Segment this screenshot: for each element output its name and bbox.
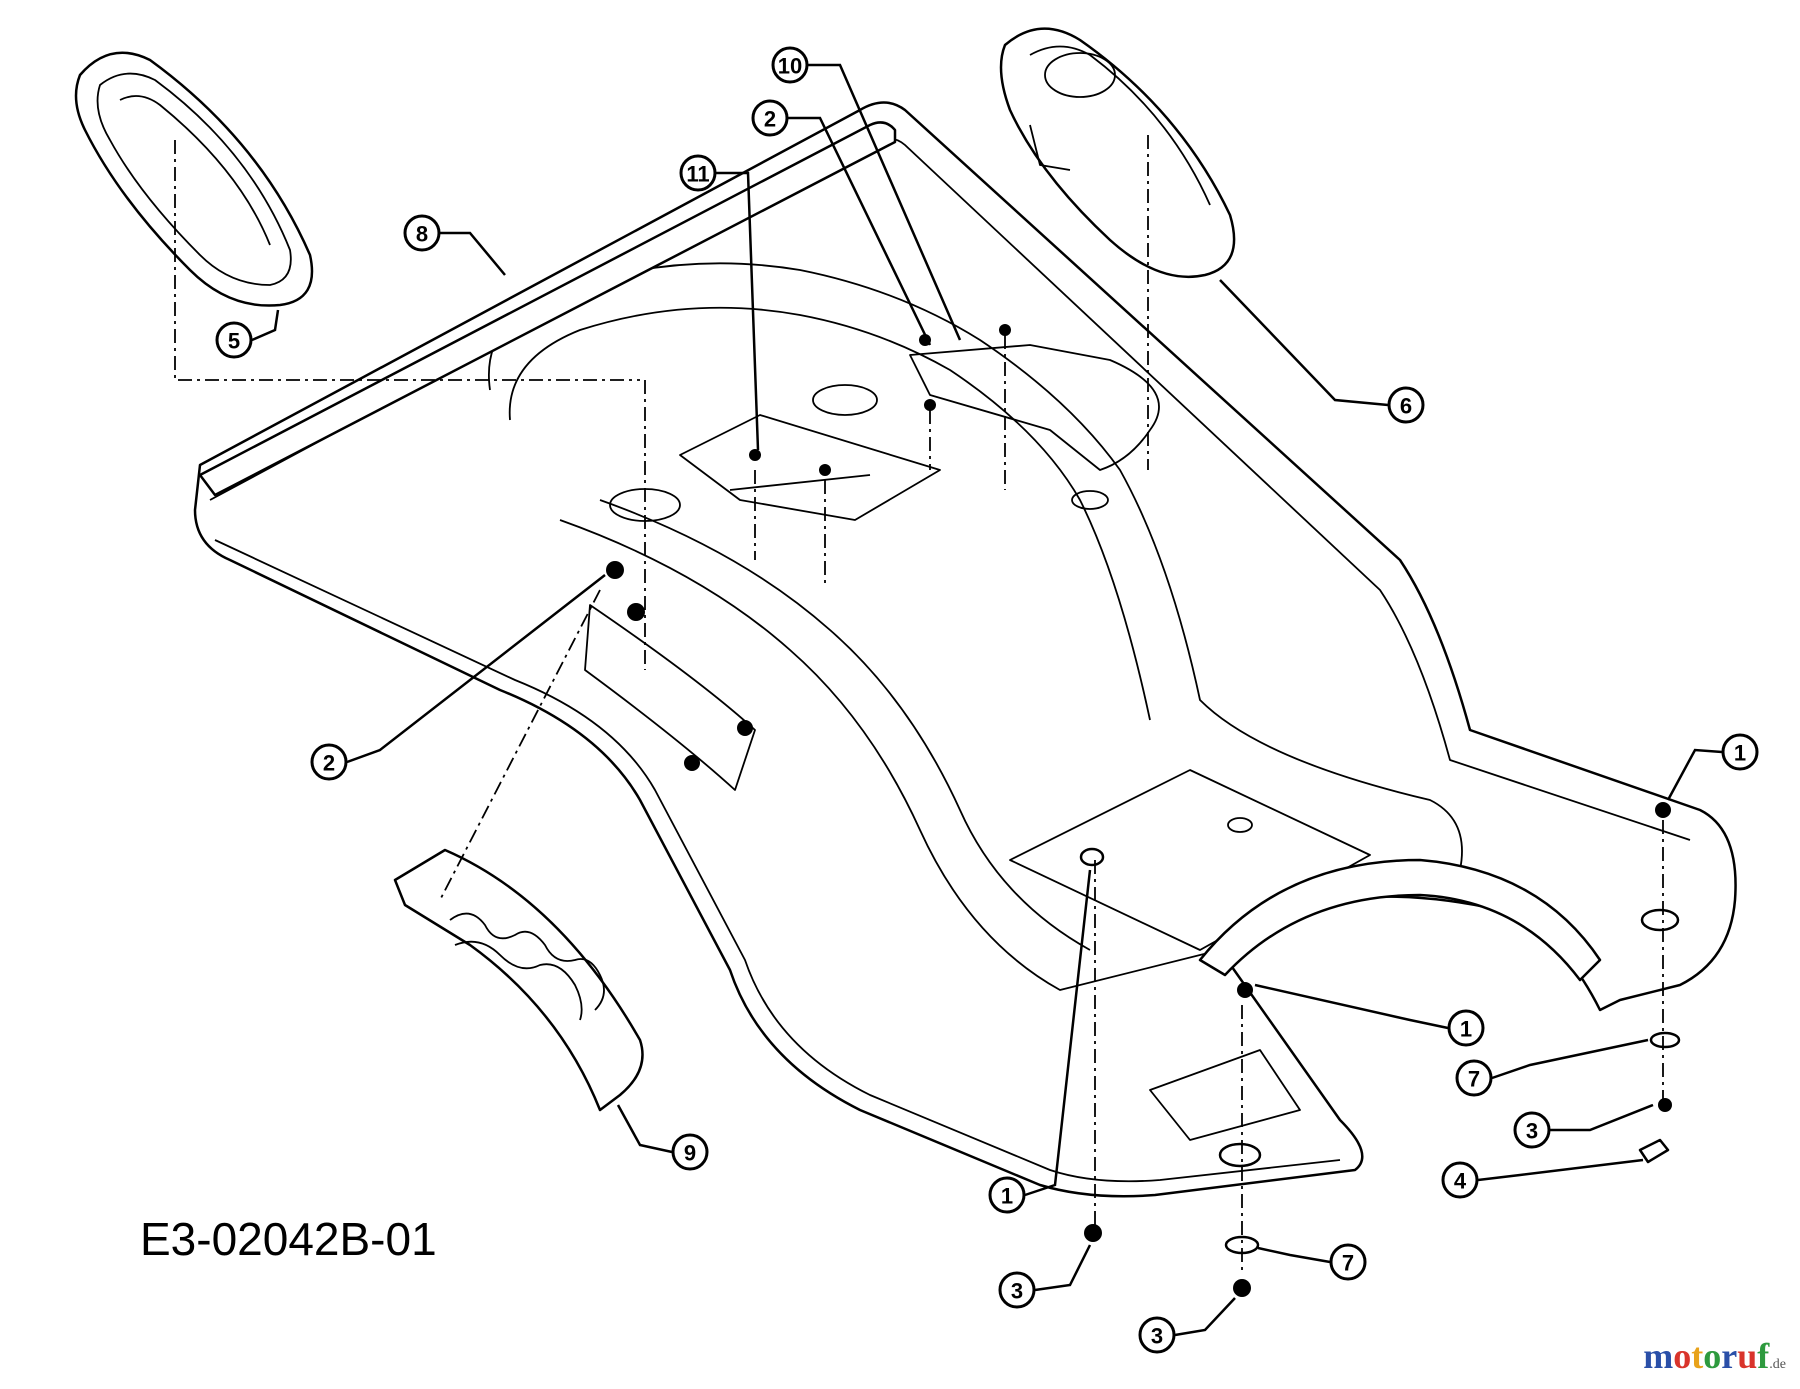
callout-label: 6 — [1400, 394, 1412, 419]
callout-1-middle: 1 — [1447, 1009, 1485, 1047]
callout-label: 10 — [778, 54, 802, 79]
callout-3-bottom: 3 — [1138, 1316, 1176, 1354]
callout-2-top: 2 — [751, 99, 789, 137]
callout-label: 11 — [686, 162, 709, 187]
callout-4: 4 — [1441, 1161, 1479, 1199]
callout-label: 2 — [323, 751, 335, 776]
callout-9: 9 — [671, 1133, 709, 1171]
callout-label: 3 — [1151, 1324, 1163, 1349]
front-trim-strip — [198, 121, 897, 497]
callout-1-right: 1 — [1721, 733, 1759, 771]
callout-label: 1 — [1460, 1017, 1472, 1042]
callout-3-right: 3 — [1513, 1111, 1551, 1149]
callout-markers: 10 2 11 8 5 6 2 1 — [215, 46, 1759, 1354]
callout-5: 5 — [215, 321, 253, 359]
callout-3-bottom-left: 3 — [998, 1271, 1036, 1309]
callout-label: 3 — [1526, 1119, 1538, 1144]
callout-label: 2 — [764, 107, 776, 132]
leader-lines — [251, 63, 1723, 1337]
callout-label: 3 — [1011, 1279, 1023, 1304]
watermark-logo: motoruf.de — [1643, 1335, 1786, 1377]
left-armrest-pad — [74, 51, 314, 307]
foot-pad — [393, 848, 644, 1112]
callout-8: 8 — [403, 214, 441, 252]
diagram-code: E3-02042B-01 — [140, 1213, 437, 1265]
callout-1-bottom: 1 — [988, 1176, 1026, 1214]
callout-6: 6 — [1387, 386, 1425, 424]
assembly-lines — [174, 135, 1664, 1275]
callout-10: 10 — [771, 46, 809, 84]
callout-label: 7 — [1468, 1067, 1480, 1092]
callout-label: 5 — [228, 329, 240, 354]
right-armrest-pad — [999, 27, 1236, 279]
watermark-text: motoruf — [1643, 1336, 1770, 1376]
callout-label: 8 — [416, 222, 428, 247]
callout-11: 11 — [679, 154, 717, 192]
callout-2-left: 2 — [310, 743, 348, 781]
callout-7-bottom: 7 — [1329, 1243, 1367, 1281]
callout-label: 1 — [1734, 741, 1746, 766]
watermark-suffix: .de — [1769, 1357, 1786, 1372]
callout-7-right: 7 — [1455, 1059, 1493, 1097]
callout-label: 9 — [684, 1141, 696, 1166]
fender-body — [193, 101, 1737, 1198]
callout-label: 1 — [1001, 1184, 1013, 1209]
callout-label: 7 — [1342, 1251, 1354, 1276]
callout-label: 4 — [1454, 1169, 1467, 1194]
